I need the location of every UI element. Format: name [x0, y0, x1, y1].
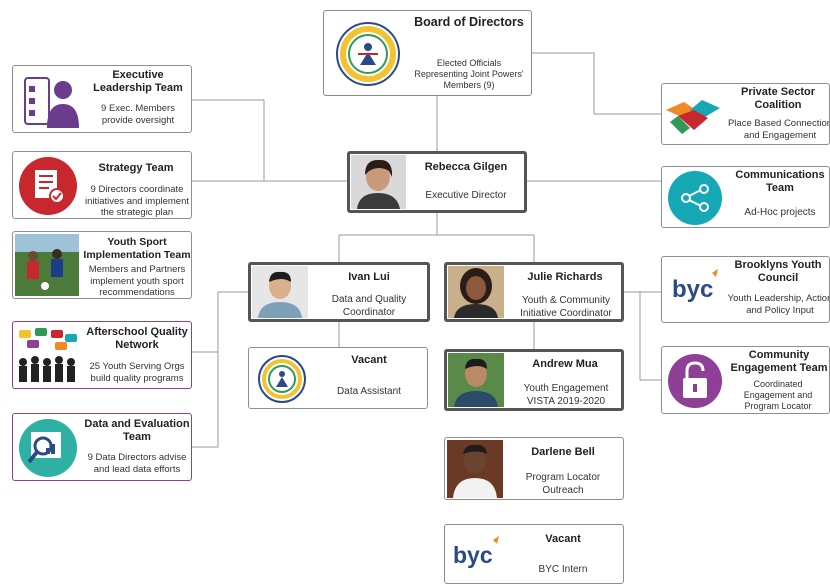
executive-name: Rebecca Gilgen	[424, 161, 508, 173]
private-sector-title: Private Sector Coalition	[741, 86, 815, 111]
share-icon	[666, 169, 724, 227]
darlene-bell-photo	[447, 440, 503, 498]
brooklyns-youth-council-card[interactable]: byc Brooklyns Youth Council Youth Leader…	[661, 256, 830, 323]
padlock-icon	[666, 352, 724, 410]
byc-logo-text: byc	[672, 276, 713, 303]
afterschool-desc: 25 Youth Serving Orgs build quality prog…	[89, 361, 185, 384]
private-sector-desc: Place Based Connection and Engagement	[727, 118, 830, 141]
executive-leadership-title: Executive Leadership Team	[93, 69, 183, 94]
byc-desc: Youth Leadership, Action and Policy Inpu…	[727, 293, 830, 316]
strategy-team-desc: 9 Directors coordinate initiatives and i…	[84, 184, 190, 218]
executive-leadership-team-card[interactable]: Executive Leadership Team 9 Exec. Member…	[12, 65, 192, 133]
andrew-mua-card[interactable]: Andrew Mua Youth Engagement VISTA 2019-2…	[444, 349, 624, 411]
afterschool-quality-network-card[interactable]: Afterschool Quality Network 25 Youth Ser…	[12, 321, 192, 389]
community-engagement-team-card[interactable]: Community Engagement Team Coordinated En…	[661, 346, 830, 414]
julie-richards-photo	[448, 266, 504, 318]
andrew-mua-name: Andrew Mua	[532, 358, 598, 370]
communications-team-card[interactable]: Communications Team Ad-Hoc projects	[661, 166, 830, 228]
byc-logo: byc	[668, 267, 724, 311]
community-engagement-desc: Coordinated Engagement and Program Locat…	[743, 379, 813, 411]
person-checklist-icon	[21, 72, 83, 130]
executive-director-card[interactable]: Rebecca Gilgen Executive Director	[347, 151, 527, 213]
strategy-team-card[interactable]: Strategy Team 9 Directors coordinate ini…	[12, 151, 192, 219]
darlene-bell-card[interactable]: Darlene Bell Program Locator Outreach	[444, 437, 624, 500]
rebecca-gilgen-photo	[351, 155, 406, 209]
afterschool-title: Afterschool Quality Network	[86, 326, 188, 351]
board-card[interactable]: Board of Directors Elected Officials Rep…	[323, 10, 532, 96]
youth-sport-photo	[15, 234, 79, 296]
youth-sport-implementation-card[interactable]: Youth Sport Implementation Team Members …	[12, 231, 192, 299]
strategy-team-title: Strategy Team	[98, 162, 174, 174]
board-title: Board of Directors	[414, 15, 524, 29]
julie-richards-name: Julie Richards	[527, 271, 603, 283]
andrew-mua-role: Youth Engagement VISTA 2019-2020	[523, 383, 609, 407]
communications-desc: Ad-Hoc projects	[744, 207, 816, 218]
private-sector-coalition-card[interactable]: Private Sector Coalition Place Based Con…	[661, 83, 830, 145]
vacant-data-assistant-card[interactable]: Vacant Data Assistant	[248, 347, 428, 409]
julie-richards-role: Youth & Community Initiative Coordinator	[520, 295, 612, 319]
julie-richards-card[interactable]: Julie Richards Youth & Community Initiat…	[444, 262, 624, 322]
data-evaluation-title: Data and Evaluation Team	[84, 418, 190, 443]
data-evaluation-desc: 9 Data Directors advise and lead data ef…	[87, 452, 187, 475]
byc-intern-logo-text: byc	[453, 542, 493, 568]
ivan-lui-role: Data and Quality Coordinator	[331, 294, 407, 318]
andrew-mua-photo	[448, 353, 504, 407]
byc-intern-logo: byc	[451, 535, 505, 577]
data-magnifier-icon	[17, 418, 79, 478]
ivan-lui-photo	[252, 266, 308, 318]
executive-leadership-desc: 9 Exec. Members provide oversight	[101, 103, 175, 126]
darlene-bell-role: Program Locator Outreach	[525, 472, 601, 496]
vacant-byc-intern-name: Vacant	[545, 533, 581, 545]
data-assistant-role: Data Assistant	[337, 386, 401, 397]
board-description: Elected Officials Representing Joint Pow…	[414, 58, 524, 90]
youth-sport-title: Youth Sport Implementation Team	[83, 236, 191, 261]
vacant-data-assistant-name: Vacant	[351, 354, 387, 366]
youth-sport-desc: Members and Partners implement youth spo…	[88, 264, 186, 298]
byc-title: Brooklyns Youth Council	[734, 259, 822, 284]
document-check-icon	[17, 156, 79, 216]
darlene-bell-name: Darlene Bell	[531, 446, 595, 458]
speech-crowd-icon	[15, 326, 79, 386]
seal-icon	[257, 354, 307, 404]
handshake-icon	[664, 90, 722, 140]
ivan-lui-card[interactable]: Ivan Lui Data and Quality Coordinator	[248, 262, 430, 322]
ivan-lui-name: Ivan Lui	[348, 271, 390, 283]
executive-role: Executive Director	[425, 190, 507, 201]
communications-title: Communications Team	[735, 169, 825, 194]
data-evaluation-team-card[interactable]: Data and Evaluation Team 9 Data Director…	[12, 413, 192, 481]
community-engagement-title: Community Engagement Team	[730, 349, 828, 374]
board-seal-icon	[334, 21, 402, 87]
vacant-byc-intern-card[interactable]: byc Vacant BYC Intern	[444, 524, 624, 584]
byc-intern-role: BYC Intern	[538, 564, 588, 575]
